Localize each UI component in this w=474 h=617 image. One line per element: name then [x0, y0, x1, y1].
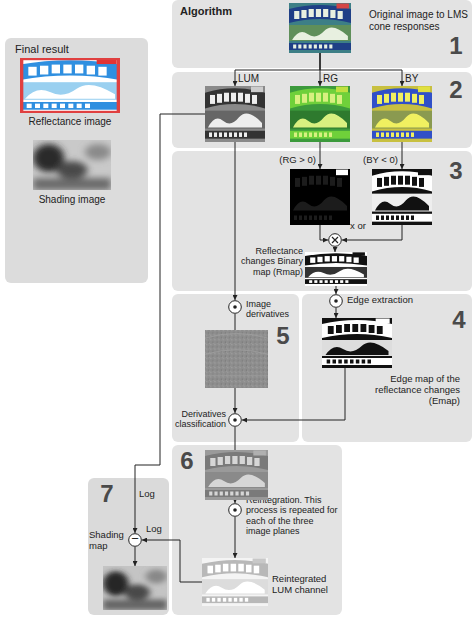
photo-illustration [305, 252, 367, 286]
node-label: (RG > 0) [266, 155, 316, 166]
photo-illustration [372, 169, 432, 225]
photo-illustration [289, 3, 351, 53]
flow-arrow [135, 547, 136, 566]
node-label: LUM [238, 73, 268, 85]
step-number: 2 [445, 78, 467, 102]
flow-arrow [235, 517, 236, 558]
photo-illustration [372, 86, 432, 142]
operator-circle: Edge extraction [329, 294, 343, 308]
photo-illustration [20, 58, 120, 113]
image-thumbnail: Shading image [33, 140, 111, 190]
node-label: Reintegrated LUM channel [272, 574, 338, 596]
image-thumbnail: Edge map of the reflectance changes (Ema… [322, 318, 392, 368]
flow-arrow [320, 225, 328, 240]
result-panel: Final resultReflectance imageShading ima… [5, 38, 148, 283]
circle-outline [328, 233, 342, 247]
flow-arrow [336, 286, 337, 294]
step-number: 5 [272, 324, 294, 348]
flow-arrow [242, 368, 345, 420]
flow-arrow [402, 142, 403, 169]
step-number: 3 [445, 159, 467, 183]
operator-circle: Image derivatives [228, 300, 242, 314]
image-thumbnail: BY [372, 86, 432, 142]
edge-label: Log [146, 524, 162, 535]
flow-arrow [336, 308, 337, 318]
photo-illustration [202, 558, 268, 606]
flow-arrow [320, 142, 321, 169]
node-label: Edge map of the reflectance changes (Ema… [360, 374, 460, 407]
operator-circle: x or [328, 233, 342, 247]
image-thumbnail: Shading map [103, 566, 167, 610]
flow-arrow [320, 53, 402, 86]
image-thumbnail: (BY < 0) [372, 169, 432, 225]
image-thumbnail: LUM [205, 86, 265, 142]
node-label: Reflectance image [10, 116, 130, 128]
edge-label: Log [139, 489, 155, 500]
panel-heading: Final result [15, 43, 135, 56]
node-label: Shading image [22, 194, 122, 206]
circle-outline [329, 294, 343, 308]
operator-symbol: − [128, 532, 142, 546]
panel-heading: Algorithm [180, 5, 260, 18]
flow-arrow [142, 540, 202, 582]
step-panel: 2 LUM RG BY [172, 72, 472, 148]
image-thumbnail: (RG > 0) [290, 169, 350, 225]
image-thumbnail: Reflectance image [20, 58, 120, 113]
node-label: RG [323, 73, 353, 85]
node-label: Original image to LMS cone responses [369, 9, 469, 32]
step-number: 4 [448, 308, 470, 332]
operator-circle: Derivatives classification [228, 413, 242, 427]
circle-outline [228, 413, 242, 427]
photo-illustration [290, 86, 350, 142]
flow-arrow [235, 142, 236, 300]
step-panel: 6Reintegration. This process is repeated… [172, 445, 342, 615]
node-label: (BY < 0) [348, 155, 398, 166]
node-label: Reflectance changes Binary map (Rmap) [237, 246, 303, 277]
photo-illustration [205, 86, 265, 142]
node-label: Edge extraction [347, 295, 437, 306]
node-label: Image derivatives [246, 299, 294, 320]
circle-outline [228, 503, 242, 517]
node-label: Derivatives classification [170, 409, 226, 430]
step-panel: 7−Shading map [88, 478, 169, 615]
operator-circle: Reintegration. This process is repeated … [228, 503, 242, 517]
image-thumbnail: RG [290, 86, 350, 142]
flow-arrow [235, 427, 236, 503]
step-number: 6 [176, 449, 198, 473]
image-thumbnail: Original image to LMS cone responses [289, 3, 351, 53]
photo-illustration [322, 318, 392, 368]
image-thumbnail: Reflectance changes Binary map (Rmap) [305, 252, 367, 286]
image-thumbnail: Reintegrated LUM channel [202, 558, 268, 606]
flow-arrow [342, 225, 402, 240]
photo-illustration [205, 450, 268, 500]
node-label: Shading map [89, 530, 127, 552]
flow-arrow [135, 114, 205, 533]
step-number: 1 [445, 34, 467, 58]
flow-arrow [235, 53, 320, 86]
step-panel: 3(RG > 0)(BY < 0)x orReflectance changes… [172, 151, 472, 291]
photo-illustration [290, 169, 350, 225]
node-label: BY [405, 73, 435, 85]
node-label: x or [350, 221, 376, 232]
step-panel: Algorithm1Original image to LMS cone res… [172, 0, 472, 68]
circle-outline [228, 300, 242, 314]
operator-circle: − [128, 533, 142, 547]
node-label: Reintegration. This process is repeated … [246, 495, 340, 536]
flow-arrow [235, 314, 236, 413]
step-number: 7 [96, 482, 118, 506]
flow-arrow [335, 247, 336, 252]
